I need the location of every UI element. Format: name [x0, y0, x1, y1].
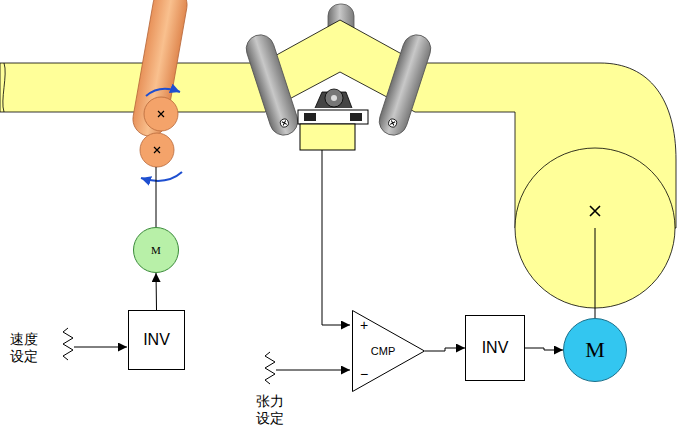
guide-roller-body: [243, 31, 302, 139]
dancer-sensor: [298, 89, 368, 150]
inverter-box: INV: [465, 315, 525, 381]
node-text: CMP: [371, 345, 395, 357]
comparator-triangle-shape: [353, 311, 425, 392]
feedback-wire: [322, 150, 350, 325]
motor-circle-shape: [564, 319, 627, 382]
roller-axle: [388, 118, 398, 128]
roller-axle-mark: [282, 121, 287, 126]
guide-roller-body: [376, 31, 435, 139]
node-text: INV: [482, 339, 509, 357]
sensor-body: [300, 124, 355, 150]
signal-connector: [425, 348, 465, 351]
pinch-roller-axle: [158, 111, 164, 117]
motor-shaft: [595, 228, 596, 318]
pinch-roller-body: [130, 0, 190, 139]
rotation-arrow: [141, 172, 182, 181]
web-break-line: [3, 63, 5, 112]
roll-axis-mark: [590, 206, 600, 216]
motor-circle: M: [563, 318, 627, 382]
motor-shaft: [156, 167, 157, 227]
node-text: −: [360, 367, 368, 382]
setpoint-label: 张力 设定: [252, 393, 288, 427]
node-text: INV: [143, 331, 170, 349]
motor-circle-shape: [134, 228, 179, 273]
pinch-rollers: [130, 0, 190, 181]
resistor-symbol: [265, 352, 275, 384]
dancer-wheel: [325, 89, 343, 107]
signal-connector: [156, 273, 158, 310]
setpoint-wire: [74, 347, 127, 348]
roller-axle-mark: [390, 121, 395, 126]
comparator-triangle: +CMP−: [352, 310, 425, 392]
node-text: M: [151, 244, 161, 256]
rotation-arrow: [146, 89, 180, 96]
dancer-wheel-hub: [331, 95, 337, 101]
signal-connector: [525, 348, 563, 350]
sensor-detail: [350, 113, 362, 121]
pinch-roller-end: [140, 133, 174, 167]
roller-axle: [279, 118, 289, 128]
motor-circle: M: [133, 227, 179, 273]
guide-roller: [243, 31, 302, 139]
sensor-base: [298, 110, 368, 124]
pinch-roller-end: [144, 97, 178, 131]
inverter-box: INV: [128, 310, 185, 370]
node-text: M: [585, 338, 605, 362]
guide-roller: [376, 31, 435, 139]
sensor-detail: [304, 113, 316, 121]
node-text: +: [360, 318, 368, 333]
pinch-roller-axle: [154, 147, 160, 153]
setpoint-label: 速度 设定: [6, 331, 42, 365]
resistor-symbol: [63, 328, 73, 360]
setpoint-wire: [276, 370, 350, 371]
